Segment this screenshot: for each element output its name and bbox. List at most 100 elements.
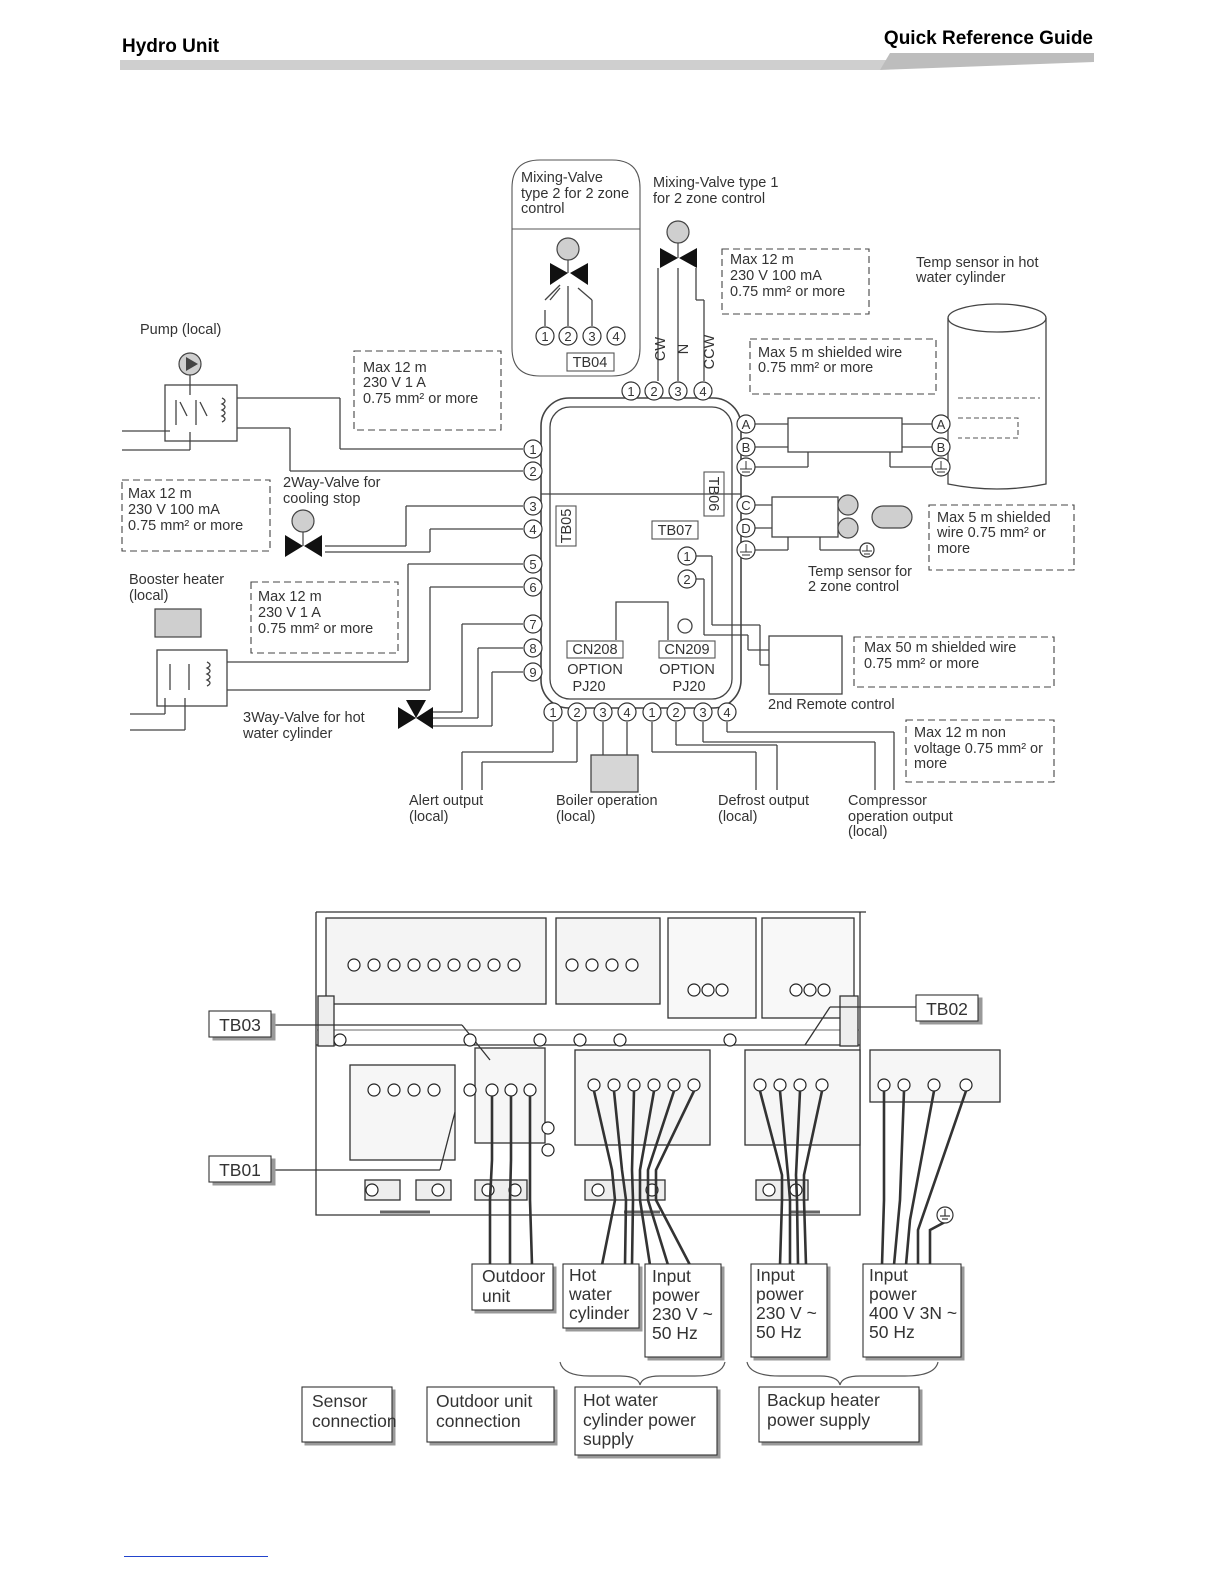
- input230b-line2: power: [756, 1284, 804, 1304]
- header-rule-left: [120, 60, 890, 70]
- spec-nonvolt-line1: Max 12 m non: [914, 725, 1006, 741]
- terminal-a-left: A: [742, 417, 751, 432]
- outdoor-line1: Outdoor: [482, 1266, 545, 1286]
- mixing-valve-2-line2: type 2 for 2 zone: [521, 186, 629, 202]
- pj20-right: PJ20: [672, 679, 705, 695]
- terminal-b-left: B: [742, 440, 751, 455]
- terminal-circles: [523, 326, 951, 722]
- compressor-line1: Compressor: [848, 793, 927, 809]
- page-header-left: Hydro Unit: [122, 36, 220, 57]
- svg-text:2: 2: [672, 705, 679, 720]
- terminal-c: C: [741, 498, 750, 513]
- spec-shield5b-line2: wire 0.75 mm² or: [936, 525, 1046, 541]
- compressor-line2: operation output: [848, 809, 953, 825]
- svg-text:8: 8: [529, 641, 536, 656]
- spec-shield5a-line1: Max 5 m shielded wire: [758, 345, 902, 361]
- terminal-a-right: A: [937, 417, 946, 432]
- spec-shield5b-line3: more: [937, 541, 970, 557]
- outdoor-conn-line2: connection: [436, 1411, 521, 1431]
- threeway-line2: water cylinder: [242, 726, 333, 742]
- spec-2way-line3: 0.75 mm² or more: [128, 518, 243, 534]
- alert-line2: (local): [409, 809, 448, 825]
- header-rule-right: [880, 53, 1094, 70]
- cn208-box: [566, 640, 624, 659]
- mixing-valve-2-line1: Mixing-Valve: [521, 170, 603, 186]
- tb05-box: [555, 505, 577, 547]
- svg-text:2: 2: [683, 572, 690, 587]
- remote2-label: 2nd Remote control: [768, 697, 895, 713]
- cn209-box: [658, 640, 716, 659]
- temp-sensor-hot-line2: water cylinder: [915, 270, 1006, 286]
- hw-power-line3: supply: [583, 1429, 634, 1449]
- page-header-right: Quick Reference Guide: [883, 28, 1093, 49]
- defrost-line2: (local): [718, 809, 757, 825]
- tb04-label: TB04: [573, 355, 608, 371]
- input230a-line2: power: [652, 1285, 700, 1305]
- svg-text:4: 4: [723, 705, 730, 720]
- spec-pump-line1: Max 12 m: [363, 360, 427, 376]
- svg-text:4: 4: [699, 384, 706, 399]
- alert-line1: Alert output: [409, 793, 483, 809]
- input230a-line1: Input: [652, 1266, 691, 1286]
- twoway-line1: 2Way-Valve for: [283, 475, 381, 491]
- input400-line2: power: [869, 1284, 917, 1304]
- cn208-label: CN208: [572, 642, 617, 658]
- svg-text:7: 7: [529, 617, 536, 632]
- spec-pump-line3: 0.75 mm² or more: [363, 391, 478, 407]
- grouping-braces: [559, 1361, 939, 1386]
- svg-text:6: 6: [529, 580, 536, 595]
- spec-nonvolt-line2: voltage 0.75 mm² or: [914, 741, 1043, 757]
- svg-text:4: 4: [612, 329, 619, 344]
- earth-icons: [740, 461, 947, 556]
- hw-power-line1: Hot water: [583, 1390, 658, 1410]
- svg-text:3: 3: [529, 499, 536, 514]
- spec-shield50-line1: Max 50 m shielded wire: [864, 640, 1016, 656]
- input230a-line4: 50 Hz: [652, 1323, 698, 1343]
- spec-pump-line2: 230 V 1 A: [363, 375, 426, 391]
- input230b-line1: Input: [756, 1265, 795, 1285]
- hydro-unit-inner: [549, 406, 733, 700]
- tb02-callout: TB02: [926, 999, 968, 1019]
- boiler-line2: (local): [556, 809, 595, 825]
- spec-nonvolt-line3: more: [914, 756, 947, 772]
- tb06-box: [703, 471, 725, 517]
- svg-text:1: 1: [683, 549, 690, 564]
- boiler-box: [590, 754, 639, 793]
- backup-power-line2: power supply: [767, 1410, 870, 1430]
- terminal-d: D: [741, 521, 750, 536]
- svg-text:2: 2: [573, 705, 580, 720]
- tb04-box: [566, 352, 615, 372]
- spec-mv-line1: Max 12 m: [730, 252, 794, 268]
- tb07-box: [651, 520, 699, 540]
- svg-text:1: 1: [627, 384, 634, 399]
- pump-arrow-icon: [186, 357, 198, 371]
- mixing-valve-2-line3: control: [521, 201, 565, 217]
- option-right: OPTION: [659, 662, 715, 678]
- backup-power-line1: Backup heater: [767, 1390, 880, 1410]
- pj20-left: PJ20: [572, 679, 605, 695]
- mixing-valve-2-callout: [511, 159, 641, 377]
- input230b-line3: 230 V ~: [756, 1303, 817, 1323]
- diagram1-wires: [122, 268, 1047, 793]
- booster-line2: (local): [129, 588, 168, 604]
- svg-text:3: 3: [588, 329, 595, 344]
- svg-text:3: 3: [699, 705, 706, 720]
- input230b-line4: 50 Hz: [756, 1322, 802, 1342]
- spec-booster-line3: 0.75 mm² or more: [258, 621, 373, 637]
- booster-line1: Booster heater: [129, 572, 224, 588]
- svg-text:1: 1: [549, 705, 556, 720]
- mixing-valve-1-line1: Mixing-Valve type 1: [653, 175, 778, 191]
- hotwater-line2: water: [568, 1284, 612, 1304]
- svg-text:1: 1: [529, 442, 536, 457]
- n-label: N: [676, 344, 692, 354]
- spec-shield5b-line1: Max 5 m shielded: [937, 510, 1051, 526]
- cables: [488, 1090, 968, 1266]
- cw-label: CW: [653, 337, 669, 361]
- tb01-callout: TB01: [219, 1160, 261, 1180]
- cn209-label: CN209: [664, 642, 709, 658]
- remote-control-box: [768, 635, 843, 695]
- temp-sensor-zone-line2: 2 zone control: [808, 579, 899, 595]
- spec-mv-line3: 0.75 mm² or more: [730, 284, 845, 300]
- actuator-symbols: [154, 220, 913, 638]
